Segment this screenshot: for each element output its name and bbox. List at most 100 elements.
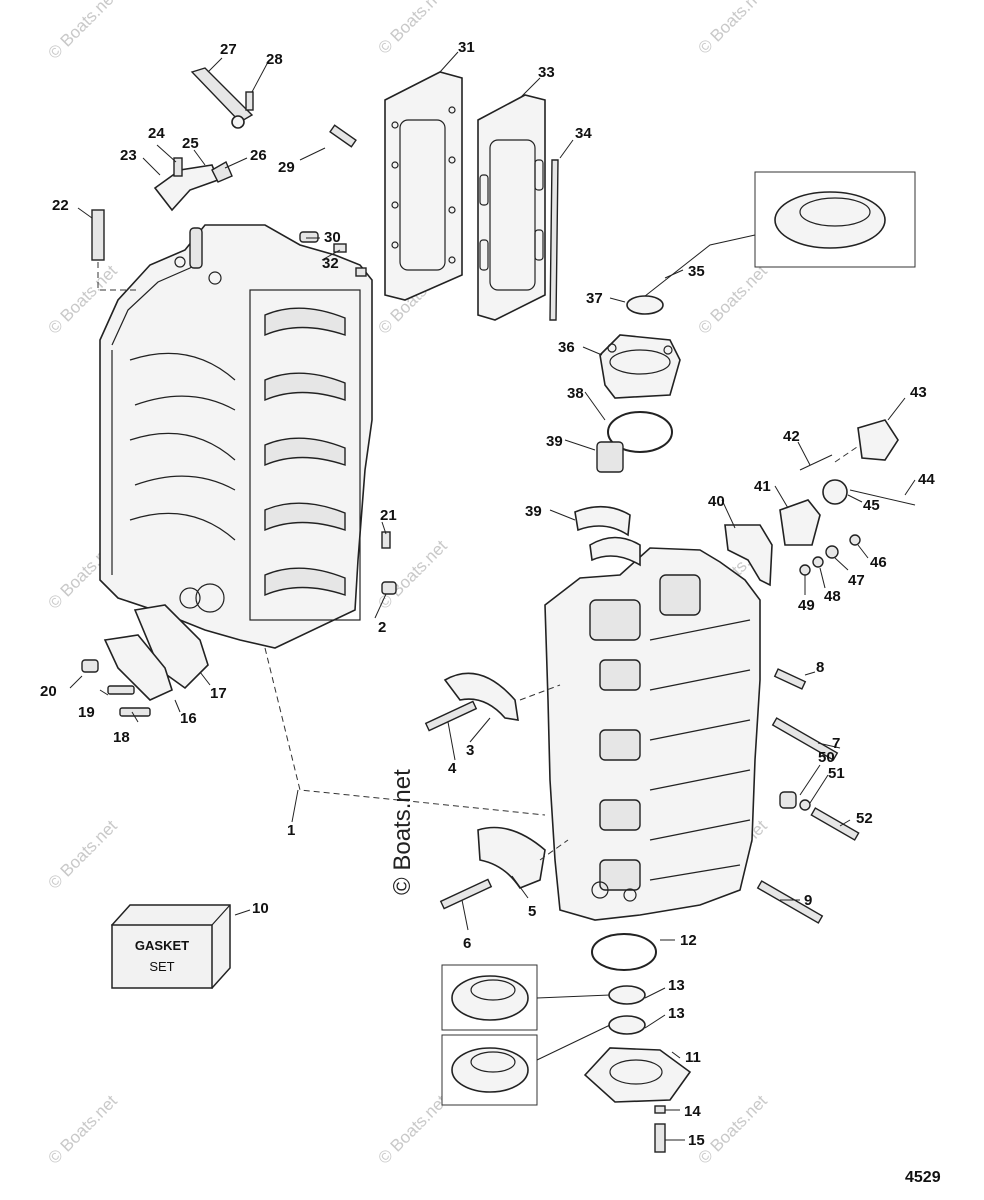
oil-seal xyxy=(608,1015,646,1035)
dowel-pin xyxy=(381,531,391,549)
watermark-text: © Boats.net xyxy=(694,1091,771,1168)
callout-9: 9 xyxy=(804,892,812,909)
washer xyxy=(812,556,824,568)
callout-27: 27 xyxy=(220,41,237,58)
callout-8: 8 xyxy=(816,659,824,676)
callout-37: 37 xyxy=(586,290,603,307)
watermark-text: © Boats.net xyxy=(44,0,121,63)
callout-31: 31 xyxy=(458,39,475,56)
callout-49: 49 xyxy=(798,597,815,614)
callout-labels: 1 2 3 4 5 6 7 8 9 10 11 12 13 13 14 15 1… xyxy=(40,39,935,1149)
center-watermark: © Boats.net xyxy=(389,769,416,895)
callout-28: 28 xyxy=(266,51,283,68)
callout-39b: 39 xyxy=(525,503,542,520)
small-fasteners-top xyxy=(91,67,367,277)
screw xyxy=(107,685,135,695)
callout-51: 51 xyxy=(828,765,845,782)
callout-26: 26 xyxy=(250,147,267,164)
callout-33: 33 xyxy=(538,64,555,81)
bearing-shell xyxy=(589,536,641,567)
callout-11: 11 xyxy=(685,1049,701,1066)
callout-43: 43 xyxy=(910,384,927,401)
washer xyxy=(825,545,839,559)
upper-seal-detail xyxy=(774,191,886,249)
callout-12: 12 xyxy=(680,932,697,949)
callout-5: 5 xyxy=(528,903,536,920)
callout-17: 17 xyxy=(210,685,227,702)
callout-39a: 39 xyxy=(546,433,563,450)
callout-16: 16 xyxy=(180,710,197,727)
watermark-text: © Boats.net xyxy=(44,1091,121,1168)
assembly-line xyxy=(264,647,546,816)
needle-bearing xyxy=(596,441,624,473)
dowel-pin xyxy=(381,581,397,595)
screw xyxy=(119,707,151,717)
leader-lines xyxy=(69,51,916,1141)
callout-45: 45 xyxy=(863,497,880,514)
callout-13a: 13 xyxy=(668,977,685,994)
bolt xyxy=(756,880,824,924)
callout-4: 4 xyxy=(448,760,457,777)
crankcase-right xyxy=(544,547,761,921)
callout-25: 25 xyxy=(182,135,199,152)
watermark-text: © Boats.net xyxy=(374,1091,451,1168)
bolt xyxy=(773,668,807,690)
callout-3: 3 xyxy=(466,742,474,759)
callout-29: 29 xyxy=(278,159,295,176)
lower-bearing-housing xyxy=(583,1047,692,1103)
callout-48: 48 xyxy=(824,588,841,605)
screw xyxy=(654,1123,666,1153)
callout-47: 47 xyxy=(848,572,865,589)
callout-24: 24 xyxy=(148,125,165,142)
diagram-number: 4529 xyxy=(905,1169,941,1186)
callout-6: 6 xyxy=(463,935,471,952)
fitting xyxy=(779,791,797,809)
callout-2: 2 xyxy=(378,619,386,636)
callout-22: 22 xyxy=(52,197,69,214)
callout-15: 15 xyxy=(688,1132,705,1149)
callout-44: 44 xyxy=(918,471,935,488)
sensor-housing xyxy=(779,499,821,546)
callout-36: 36 xyxy=(558,339,575,356)
sensor-cap xyxy=(857,419,899,461)
o-ring xyxy=(591,933,657,971)
callout-23: 23 xyxy=(120,147,137,164)
screw xyxy=(799,454,833,471)
seal-strip xyxy=(549,159,559,321)
washer xyxy=(654,1105,666,1114)
callout-1: 1 xyxy=(287,822,295,839)
callout-32: 32 xyxy=(322,255,339,272)
bracket-plate xyxy=(724,524,773,587)
callout-21: 21 xyxy=(380,507,397,524)
sensor-knob xyxy=(822,479,848,505)
watermark-text: © Boats.net xyxy=(44,816,121,893)
bolt xyxy=(439,878,493,910)
callout-35: 35 xyxy=(688,263,705,280)
oil-seal xyxy=(608,985,646,1005)
callout-18: 18 xyxy=(113,729,130,746)
watermark-text: © Boats.net xyxy=(374,0,451,58)
sensor-wire xyxy=(849,489,916,506)
callout-41: 41 xyxy=(754,478,771,495)
callout-42: 42 xyxy=(783,428,800,445)
callout-10: 10 xyxy=(252,900,269,917)
callout-40: 40 xyxy=(708,493,725,510)
main-bearing-cap xyxy=(477,826,546,889)
fitting xyxy=(81,659,99,673)
washer xyxy=(849,534,861,546)
callout-20: 20 xyxy=(40,683,57,700)
bolt xyxy=(424,700,478,732)
cylinder-block-left xyxy=(99,224,373,649)
upper-bearing-housing xyxy=(599,334,681,399)
callout-52: 52 xyxy=(856,810,873,827)
callout-46: 46 xyxy=(870,554,887,571)
callout-14: 14 xyxy=(684,1103,701,1120)
gasket-set-box: GASKET SET xyxy=(110,904,231,989)
callout-50: 50 xyxy=(818,749,835,766)
exhaust-cover-plate xyxy=(384,71,463,301)
gasket-box-line2: SET xyxy=(149,959,174,974)
callout-34: 34 xyxy=(575,125,592,142)
bearing-shell xyxy=(574,505,631,537)
bolt xyxy=(771,717,839,761)
